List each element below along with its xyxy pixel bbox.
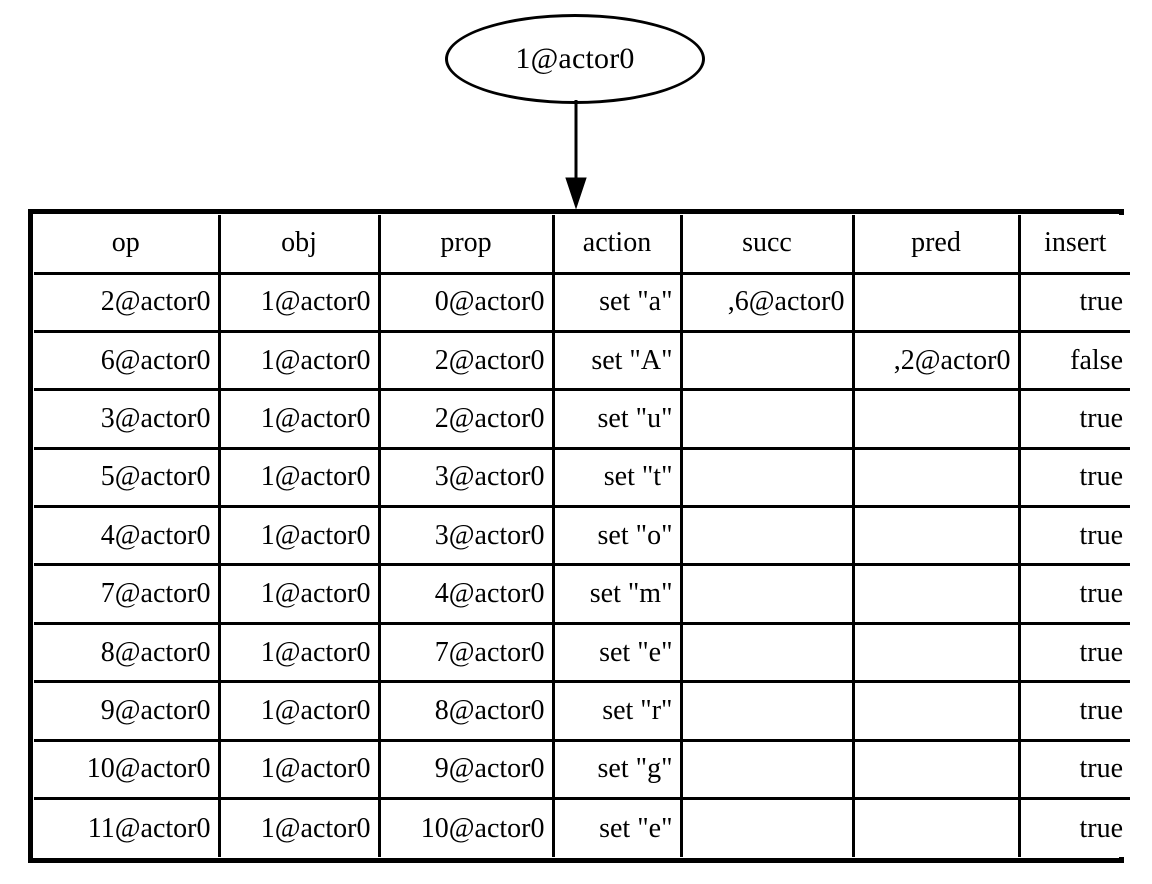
cell-succ <box>679 505 855 567</box>
table-row: 9@actor0 1@actor0 8@actor0 set "r" true <box>34 680 1130 742</box>
cell-pred: ,2@actor0 <box>851 329 1021 392</box>
column-header-op: op <box>34 215 221 275</box>
cell-prop: 3@actor0 <box>377 446 555 509</box>
cell-succ <box>679 329 855 392</box>
cell-obj: 1@actor0 <box>217 329 381 392</box>
cell-insert: true <box>1017 563 1130 625</box>
cell-insert: true <box>1017 621 1130 684</box>
operations-table: op obj prop action succ pred insert 2@ac… <box>28 209 1130 863</box>
cell-insert: true <box>1017 446 1130 509</box>
cell-prop: 0@actor0 <box>377 271 555 333</box>
cell-op: 11@actor0 <box>34 797 221 857</box>
cell-pred <box>851 505 1021 567</box>
column-header-succ: succ <box>679 215 855 275</box>
cell-prop: 2@actor0 <box>377 388 555 450</box>
cell-prop: 10@actor0 <box>377 797 555 857</box>
cell-op: 7@actor0 <box>34 563 221 625</box>
cell-obj: 1@actor0 <box>217 738 381 801</box>
cell-action: set "a" <box>551 271 683 333</box>
cell-action: set "e" <box>551 621 683 684</box>
cell-op: 3@actor0 <box>34 388 221 450</box>
cell-pred <box>851 621 1021 684</box>
cell-pred <box>851 446 1021 509</box>
cell-succ <box>679 680 855 742</box>
cell-prop: 9@actor0 <box>377 738 555 801</box>
cell-insert: true <box>1017 271 1130 333</box>
cell-action: set "o" <box>551 505 683 567</box>
cell-action: set "m" <box>551 563 683 625</box>
cell-obj: 1@actor0 <box>217 388 381 450</box>
cell-insert: true <box>1017 797 1130 857</box>
cell-action: set "r" <box>551 680 683 742</box>
table-row: 11@actor0 1@actor0 10@actor0 set "e" tru… <box>34 797 1130 857</box>
table-row: 10@actor0 1@actor0 9@actor0 set "g" true <box>34 738 1130 801</box>
cell-op: 2@actor0 <box>34 271 221 333</box>
cell-pred <box>851 563 1021 625</box>
cell-obj: 1@actor0 <box>217 797 381 857</box>
cell-prop: 2@actor0 <box>377 329 555 392</box>
table-row: 8@actor0 1@actor0 7@actor0 set "e" true <box>34 621 1130 684</box>
cell-succ <box>679 563 855 625</box>
cell-pred <box>851 680 1021 742</box>
cell-succ <box>679 621 855 684</box>
cell-obj: 1@actor0 <box>217 505 381 567</box>
column-header-insert: insert <box>1017 215 1130 275</box>
cell-pred <box>851 271 1021 333</box>
node-root-label: 1@actor0 <box>515 42 635 75</box>
cell-insert: true <box>1017 738 1130 801</box>
column-header-prop: prop <box>377 215 555 275</box>
cell-succ <box>679 797 855 857</box>
column-header-action: action <box>551 215 683 275</box>
cell-prop: 7@actor0 <box>377 621 555 684</box>
cell-op: 8@actor0 <box>34 621 221 684</box>
cell-action: set "A" <box>551 329 683 392</box>
cell-obj: 1@actor0 <box>217 680 381 742</box>
cell-succ: ,6@actor0 <box>679 271 855 333</box>
table-row: 2@actor0 1@actor0 0@actor0 set "a" ,6@ac… <box>34 271 1130 333</box>
cell-op: 6@actor0 <box>34 329 221 392</box>
cell-obj: 1@actor0 <box>217 621 381 684</box>
column-header-pred: pred <box>851 215 1021 275</box>
table-row: 7@actor0 1@actor0 4@actor0 set "m" true <box>34 563 1130 625</box>
cell-insert: false <box>1017 329 1130 392</box>
cell-insert: true <box>1017 680 1130 742</box>
cell-action: set "u" <box>551 388 683 450</box>
column-header-obj: obj <box>217 215 381 275</box>
cell-action: set "g" <box>551 738 683 801</box>
cell-prop: 8@actor0 <box>377 680 555 742</box>
cell-obj: 1@actor0 <box>217 563 381 625</box>
cell-obj: 1@actor0 <box>217 446 381 509</box>
cell-op: 5@actor0 <box>34 446 221 509</box>
cell-pred <box>851 388 1021 450</box>
cell-pred <box>851 797 1021 857</box>
node-root-ellipse[interactable]: 1@actor0 <box>445 14 705 104</box>
table-row: 5@actor0 1@actor0 3@actor0 set "t" true <box>34 446 1130 509</box>
cell-insert: true <box>1017 505 1130 567</box>
cell-op: 9@actor0 <box>34 680 221 742</box>
table-row: 3@actor0 1@actor0 2@actor0 set "u" true <box>34 388 1130 450</box>
cell-action: set "e" <box>551 797 683 857</box>
cell-obj: 1@actor0 <box>217 271 381 333</box>
table-row: 4@actor0 1@actor0 3@actor0 set "o" true <box>34 505 1130 567</box>
cell-op: 10@actor0 <box>34 738 221 801</box>
cell-succ <box>679 446 855 509</box>
table-header-row: op obj prop action succ pred insert <box>34 215 1130 275</box>
cell-insert: true <box>1017 388 1130 450</box>
cell-prop: 3@actor0 <box>377 505 555 567</box>
cell-succ <box>679 388 855 450</box>
cell-op: 4@actor0 <box>34 505 221 567</box>
edge-arrow <box>565 100 587 210</box>
cell-succ <box>679 738 855 801</box>
cell-pred <box>851 738 1021 801</box>
table-row: 6@actor0 1@actor0 2@actor0 set "A" ,2@ac… <box>34 329 1130 392</box>
cell-action: set "t" <box>551 446 683 509</box>
cell-prop: 4@actor0 <box>377 563 555 625</box>
